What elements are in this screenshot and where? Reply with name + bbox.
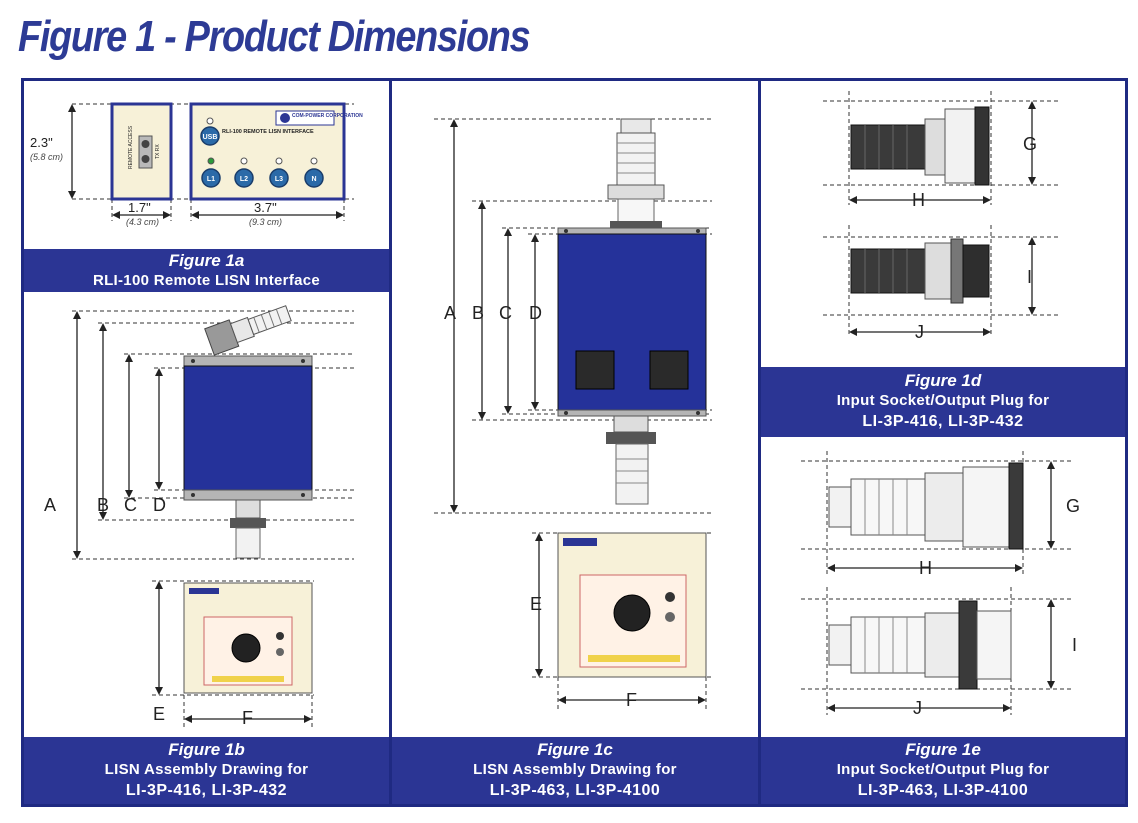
dim-label-e: E bbox=[530, 594, 542, 614]
figure-1b-drawing: A B C D E F bbox=[24, 292, 389, 737]
dim-label-f: F bbox=[626, 690, 637, 710]
figure-1b-caption: Figure 1b LISN Assembly Drawing for LI-3… bbox=[24, 737, 389, 804]
column-divider bbox=[758, 81, 761, 804]
figure-1c-drawing: A B C D E F bbox=[392, 81, 758, 737]
side-port-sublabel: TX RX bbox=[155, 144, 161, 159]
dim-label-f: F bbox=[242, 708, 253, 728]
dim-label-c: C bbox=[499, 303, 512, 323]
dim-label-g: G bbox=[1023, 134, 1037, 154]
brand-logo-text: COM-POWER CORPORATION bbox=[292, 113, 363, 119]
figure-1c-caption: Figure 1c LISN Assembly Drawing for LI-3… bbox=[392, 737, 758, 804]
figure-1a-caption: Figure 1a RLI-100 Remote LISN Interface bbox=[24, 249, 389, 292]
button-l1-label: L1 bbox=[207, 176, 215, 183]
figure-frame: 2.3" (5.8 cm) 1.7" (4.3 cm) 3.7" (9.3 cm… bbox=[21, 78, 1128, 807]
dim-label-i: I bbox=[1072, 635, 1077, 655]
figure-1e-description: Input Socket/Output Plug for bbox=[836, 761, 1050, 778]
figure-1c-number: Figure 1c bbox=[537, 740, 613, 759]
dim-label-d: D bbox=[153, 495, 166, 515]
dim-label-a: A bbox=[444, 303, 456, 323]
dim-label-i: I bbox=[1027, 267, 1032, 287]
dim-width-side-label: 1.7" bbox=[128, 200, 151, 215]
figure-1e-models: LI-3P-463, LI-3P-4100 bbox=[857, 782, 1029, 799]
figure-1e-drawing: G H I J bbox=[761, 437, 1125, 737]
dim-label-d: D bbox=[529, 303, 542, 323]
dim-label-h: H bbox=[912, 190, 925, 210]
dim-label-j: J bbox=[913, 698, 922, 718]
figure-1b-models: LI-3P-416, LI-3P-432 bbox=[125, 782, 288, 799]
dim-width-side-cm-label: (4.3 cm) bbox=[126, 217, 159, 227]
button-l3-label: L3 bbox=[275, 176, 283, 183]
dim-label-b: B bbox=[472, 303, 484, 323]
dim-label-g: G bbox=[1066, 496, 1080, 516]
figure-1a-number: Figure 1a bbox=[168, 251, 245, 270]
side-port-label: REMOTE ACCESS bbox=[128, 125, 134, 169]
figure-1a-drawing: 2.3" (5.8 cm) 1.7" (4.3 cm) 3.7" (9.3 cm… bbox=[24, 81, 389, 249]
dim-label-b: B bbox=[97, 495, 109, 515]
figure-1b-number: Figure 1b bbox=[168, 740, 245, 759]
figure-1e-caption: Figure 1e Input Socket/Output Plug for L… bbox=[761, 737, 1125, 804]
dim-label-a: A bbox=[44, 495, 56, 515]
button-l2-label: L2 bbox=[240, 176, 248, 183]
figure-1d-drawing: G H I J bbox=[761, 81, 1125, 367]
dim-width-front-cm-label: (9.3 cm) bbox=[249, 217, 282, 227]
figure-1d-description: Input Socket/Output Plug for bbox=[836, 392, 1050, 409]
figure-1d-models: LI-3P-416, LI-3P-432 bbox=[862, 413, 1024, 430]
figure-1c-models: LI-3P-463, LI-3P-4100 bbox=[489, 782, 661, 799]
figure-1c-description: LISN Assembly Drawing for bbox=[473, 761, 677, 778]
column-divider bbox=[389, 81, 392, 804]
dim-width-front-label: 3.7" bbox=[254, 200, 277, 215]
button-n-label: N bbox=[311, 176, 316, 183]
dim-label-j: J bbox=[915, 322, 924, 342]
dim-label-c: C bbox=[124, 495, 137, 515]
figure-1d-caption: Figure 1d Input Socket/Output Plug for L… bbox=[761, 367, 1125, 437]
figure-1e-number: Figure 1e bbox=[905, 740, 981, 759]
device-label: RLI-100 REMOTE LISN INTERFACE bbox=[222, 129, 314, 135]
usb-port-label: USB bbox=[203, 134, 218, 141]
dim-label-e: E bbox=[153, 704, 165, 724]
dim-label-h: H bbox=[919, 558, 932, 578]
dim-height-cm-label: (5.8 cm) bbox=[30, 152, 63, 162]
figure-1d-number: Figure 1d bbox=[904, 371, 982, 390]
figure-1b-description: LISN Assembly Drawing for bbox=[104, 761, 309, 778]
dim-height-label: 2.3" bbox=[30, 135, 53, 150]
page-title: Figure 1 - Product Dimensions bbox=[18, 12, 531, 61]
figure-1a-description: RLI-100 Remote LISN Interface bbox=[92, 272, 321, 289]
